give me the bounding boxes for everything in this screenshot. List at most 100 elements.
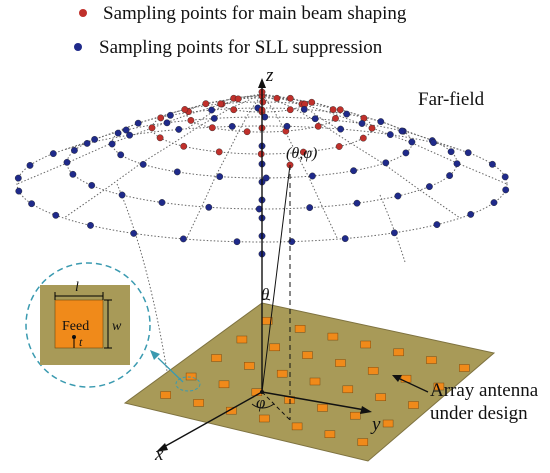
sll-sampling-point xyxy=(233,238,241,246)
sll-sampling-point xyxy=(210,115,218,122)
array-substrate xyxy=(123,302,496,462)
patch-array xyxy=(160,317,470,446)
patch-element xyxy=(459,364,470,372)
sll-sampling-point xyxy=(15,187,23,195)
meridian-line xyxy=(185,93,263,240)
inset-t-label: t xyxy=(79,335,83,349)
sll-sampling-point xyxy=(337,125,344,133)
main-beam-sampling-point xyxy=(208,124,216,132)
sll-sampling-point xyxy=(433,221,441,229)
sll-sampling-point xyxy=(398,127,406,135)
sll-sampling-point xyxy=(467,210,475,218)
patch-element xyxy=(408,401,419,409)
main-beam-sampling-point xyxy=(299,148,307,156)
array-label-line1: Array antenna xyxy=(430,380,539,401)
main-beam-sampling-point xyxy=(217,100,225,108)
sll-sampling-point xyxy=(501,173,509,181)
main-beam-sampling-point xyxy=(329,106,337,114)
phi-label: φ xyxy=(256,393,265,412)
sll-sampling-point xyxy=(175,125,183,133)
patch-element xyxy=(236,335,248,344)
sll-sampling-point xyxy=(122,126,130,134)
legend-label-sll: Sampling points for SLL suppression xyxy=(99,37,383,58)
sll-sampling-point xyxy=(87,221,94,229)
inset-leader-line xyxy=(157,357,184,383)
sll-sampling-point xyxy=(91,135,99,143)
sll-sampling-point xyxy=(63,158,71,166)
sll-sampling-point xyxy=(306,204,314,212)
sll-sampling-point xyxy=(408,138,416,146)
patch-element xyxy=(269,343,280,352)
patch-element xyxy=(294,325,306,333)
patch-element xyxy=(367,367,379,375)
y-axis-arrowhead xyxy=(360,406,372,414)
sll-sampling-point xyxy=(382,159,390,167)
far-field-dome xyxy=(14,88,510,391)
sll-sampling-point xyxy=(262,174,270,182)
meridian-line xyxy=(16,93,263,185)
y-axis-line xyxy=(261,391,366,411)
sll-sampling-point xyxy=(430,139,437,147)
sll-sampling-point xyxy=(488,160,496,168)
patch-element xyxy=(350,411,361,420)
patch-element xyxy=(259,414,270,423)
patch-element xyxy=(160,391,171,399)
sll-sampling-point xyxy=(453,160,461,168)
sll-sampling-point xyxy=(163,119,171,127)
array-label-arrowhead xyxy=(392,375,402,382)
main-beam-sampling-point xyxy=(286,106,294,114)
sll-sampling-point xyxy=(464,149,472,157)
y-axis-label: y xyxy=(370,414,381,435)
main-beam-sampling-point xyxy=(243,128,251,136)
patch-element xyxy=(291,422,303,431)
patch-element xyxy=(393,348,404,357)
latitude-ring xyxy=(16,125,508,243)
main-beam-sampling-point xyxy=(230,106,238,114)
sll-sampling-point xyxy=(49,150,57,158)
meridian-line xyxy=(63,93,263,151)
patch-element xyxy=(244,362,255,370)
patch-element xyxy=(357,438,369,446)
patch-element xyxy=(324,430,336,438)
main-beam-sampling-point xyxy=(259,98,267,106)
theta-label: θ xyxy=(261,285,269,304)
theta-arc xyxy=(261,298,271,301)
sll-sampling-point xyxy=(343,110,351,118)
sll-sampling-point xyxy=(158,199,166,206)
sll-sampling-point xyxy=(14,174,22,182)
sll-sampling-point xyxy=(26,161,34,169)
patch-element xyxy=(218,380,230,389)
patch-element xyxy=(302,351,313,359)
main-beam-sampling-point xyxy=(156,134,164,142)
main-beam-sampling-point xyxy=(157,114,165,122)
sll-sampling-point xyxy=(114,129,122,137)
sll-sampling-point xyxy=(208,106,216,114)
angle-point-label: (θ,φ) xyxy=(286,145,317,162)
main-beam-sampling-point xyxy=(336,106,344,114)
main-beam-sampling-point xyxy=(308,98,316,106)
legend-label-main-beam: Sampling points for main beam shaping xyxy=(103,3,407,24)
main-beam-sampling-point xyxy=(368,124,376,132)
main-beam-sampling-point xyxy=(335,143,343,150)
sll-sampling-point xyxy=(130,229,138,237)
sll-sampling-point xyxy=(394,192,402,200)
patch-element xyxy=(335,359,346,367)
meridian-line xyxy=(261,93,339,240)
main-beam-sampling-point xyxy=(314,122,322,130)
z-axis-label: z xyxy=(265,65,274,86)
sll-sampling-point xyxy=(447,148,455,156)
patch-element xyxy=(375,393,386,401)
patch-element xyxy=(327,332,339,341)
main-beam-sampling-point xyxy=(332,115,339,122)
x-axis-line xyxy=(161,391,263,449)
sll-sampling-point xyxy=(83,139,91,147)
main-beam-sampling-point xyxy=(234,95,242,103)
sll-sampling-point xyxy=(173,168,181,176)
sll-sampling-point xyxy=(502,186,510,194)
z-axis-arrowhead xyxy=(258,78,266,88)
main-beam-sampling-point xyxy=(202,100,210,108)
sll-sampling-point xyxy=(353,199,361,207)
sll-sampling-point xyxy=(216,173,224,181)
